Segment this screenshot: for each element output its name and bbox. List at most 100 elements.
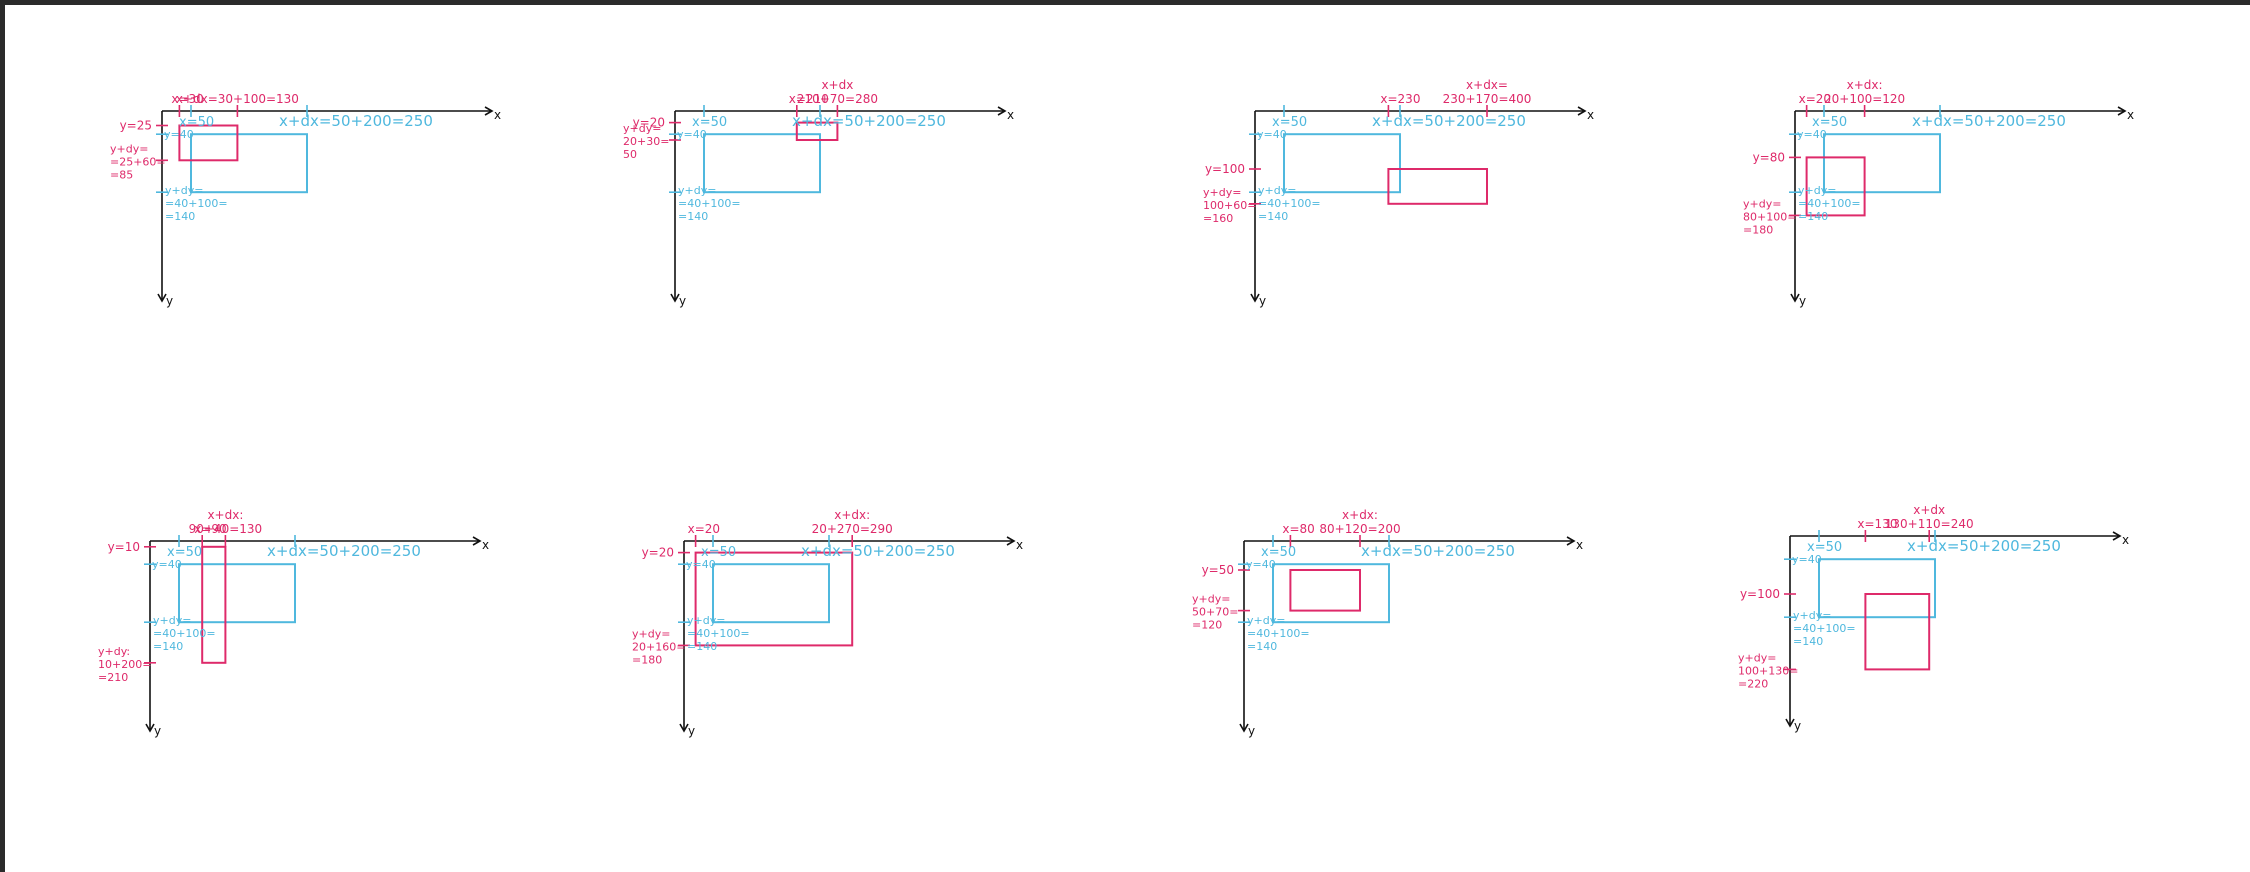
- red-y-end-label: y+dy=: [1192, 593, 1230, 606]
- blue-y-end-label: =140: [687, 640, 717, 653]
- x-axis-arrow-icon: [1577, 106, 1587, 116]
- red-x-label: x=90: [194, 522, 226, 536]
- x-axis-label: x: [2127, 108, 2134, 122]
- blue-x-label: x=50: [1272, 115, 1307, 130]
- red-x-label: x=20: [1799, 92, 1831, 106]
- red-x-end-label: x+dx:: [207, 508, 243, 522]
- red-y-end-label: y+dy=: [623, 122, 661, 135]
- blue-rectangle: [190, 133, 308, 194]
- blue-rectangle: [703, 133, 821, 194]
- y-axis-arrow-icon: [157, 293, 167, 303]
- blue-y-end-label: y+dy=: [1258, 184, 1296, 197]
- blue-x-end-label: x+dx=50+200=250: [1907, 537, 2061, 555]
- red-y-end-label: =120: [1192, 619, 1222, 632]
- blue-y-label: y=40: [1246, 558, 1276, 571]
- red-y-end-label: =180: [632, 653, 662, 666]
- red-y-end-label: 50: [623, 148, 637, 161]
- blue-y-end-label: =140: [1247, 640, 1277, 653]
- blue-rectangle: [712, 563, 830, 624]
- red-y-end-label: 50+70=: [1192, 606, 1238, 619]
- red-y-end-label: 20+160=: [632, 640, 685, 653]
- blue-x-label: x=50: [1807, 540, 1842, 555]
- x-axis-arrow-icon: [484, 106, 494, 116]
- red-y-end-label: y+dy=: [632, 627, 670, 640]
- blue-y-end-label: y+dy=: [678, 184, 716, 197]
- red-x-end-label: 80+120=200: [1319, 522, 1400, 536]
- red-y-end-label: 20+30=: [623, 135, 669, 148]
- red-y-end-label: 10+200=: [98, 658, 151, 671]
- red-y-label: y=100: [1740, 587, 1780, 601]
- blue-y-end-label: =40+100=: [687, 627, 750, 640]
- red-y-end-label: 100+130=: [1738, 664, 1798, 677]
- red-y-end-label: y+dy=: [110, 142, 148, 155]
- red-rectangle: [1805, 156, 1866, 217]
- blue-rectangle: [1283, 133, 1401, 194]
- blue-rectangle: [178, 563, 296, 624]
- blue-y-label: y=40: [686, 558, 716, 571]
- blue-y-end-label: y+dy=: [165, 184, 203, 197]
- y-axis-arrow-icon: [1785, 718, 1795, 728]
- y-axis-label: y: [1794, 719, 1801, 733]
- red-rectangle: [1864, 593, 1931, 671]
- blue-y-end-label: =140: [1798, 210, 1828, 223]
- y-axis-label: y: [166, 294, 173, 308]
- blue-y-end-label: =40+100=: [1798, 197, 1861, 210]
- blue-y-label: y=40: [1257, 128, 1287, 141]
- blue-y-end-label: =40+100=: [165, 197, 228, 210]
- blue-rectangle: [1818, 558, 1936, 619]
- blue-y-end-label: =140: [1793, 635, 1823, 648]
- blue-y-end-label: =40+100=: [1793, 622, 1856, 635]
- y-axis-arrow-icon: [1790, 293, 1800, 303]
- blue-y-label: y=40: [1797, 128, 1827, 141]
- y-axis-label: y: [1799, 294, 1806, 308]
- red-x-label: x=80: [1282, 522, 1314, 536]
- blue-x-end-label: x+dx=50+200=250: [792, 112, 946, 130]
- blue-x-label: x=50: [701, 545, 736, 560]
- red-y-end-label: y+dy=: [1738, 651, 1776, 664]
- red-y-end-label: =220: [1738, 677, 1768, 690]
- red-x-end-label: 20+270=290: [812, 522, 893, 536]
- red-x-label: x=30: [171, 92, 203, 106]
- red-y-end-label: y+dy=: [1743, 197, 1781, 210]
- y-axis-label: y: [679, 294, 686, 308]
- blue-y-end-label: y+dy=: [1798, 184, 1836, 197]
- red-y-label: y=50: [1202, 563, 1234, 577]
- red-rectangle: [795, 121, 839, 141]
- red-x-end-label: 90+40=130: [189, 522, 263, 536]
- x-axis-label: x: [1016, 538, 1023, 552]
- blue-y-label: y=40: [164, 128, 194, 141]
- blue-x-label: x=50: [167, 545, 202, 560]
- red-x-end-label: x+dx=: [1466, 78, 1508, 92]
- x-axis-arrow-icon: [2117, 106, 2127, 116]
- red-y-label: y=100: [1205, 162, 1245, 176]
- red-x-end-label: x+dx:: [1342, 508, 1378, 522]
- red-y-end-label: 80+100=: [1743, 210, 1796, 223]
- blue-x-label: x=50: [1261, 545, 1296, 560]
- red-y-end-label: =210: [98, 671, 128, 684]
- red-rectangle: [1387, 168, 1489, 205]
- red-x-end-label: x+dx=30+100=130: [176, 92, 299, 106]
- blue-y-end-label: =40+100=: [1258, 197, 1321, 210]
- blue-y-end-label: =40+100=: [678, 197, 741, 210]
- red-y-end-label: y+dy:: [98, 645, 130, 658]
- blue-x-end-label: x+dx=50+200=250: [267, 542, 421, 560]
- blue-x-end-label: x+dx=50+200=250: [1912, 112, 2066, 130]
- blue-rectangle: [1823, 133, 1941, 194]
- red-y-end-label: =25+60=: [110, 155, 166, 168]
- red-y-end-label: 100+60=: [1203, 199, 1256, 212]
- x-axis-label: x: [2122, 533, 2129, 547]
- y-axis-arrow-icon: [679, 723, 689, 733]
- red-rectangle: [694, 551, 854, 647]
- red-x-end-label: x+dx: [821, 78, 853, 92]
- x-axis-arrow-icon: [1006, 536, 1016, 546]
- blue-y-end-label: y+dy=: [1793, 609, 1831, 622]
- red-x-end-label: 230+170=400: [1443, 92, 1532, 106]
- x-axis-arrow-icon: [1566, 536, 1576, 546]
- red-y-end-label: =180: [1743, 223, 1773, 236]
- red-x-end-label: x+dx: [1913, 503, 1945, 517]
- y-axis-arrow-icon: [1239, 723, 1249, 733]
